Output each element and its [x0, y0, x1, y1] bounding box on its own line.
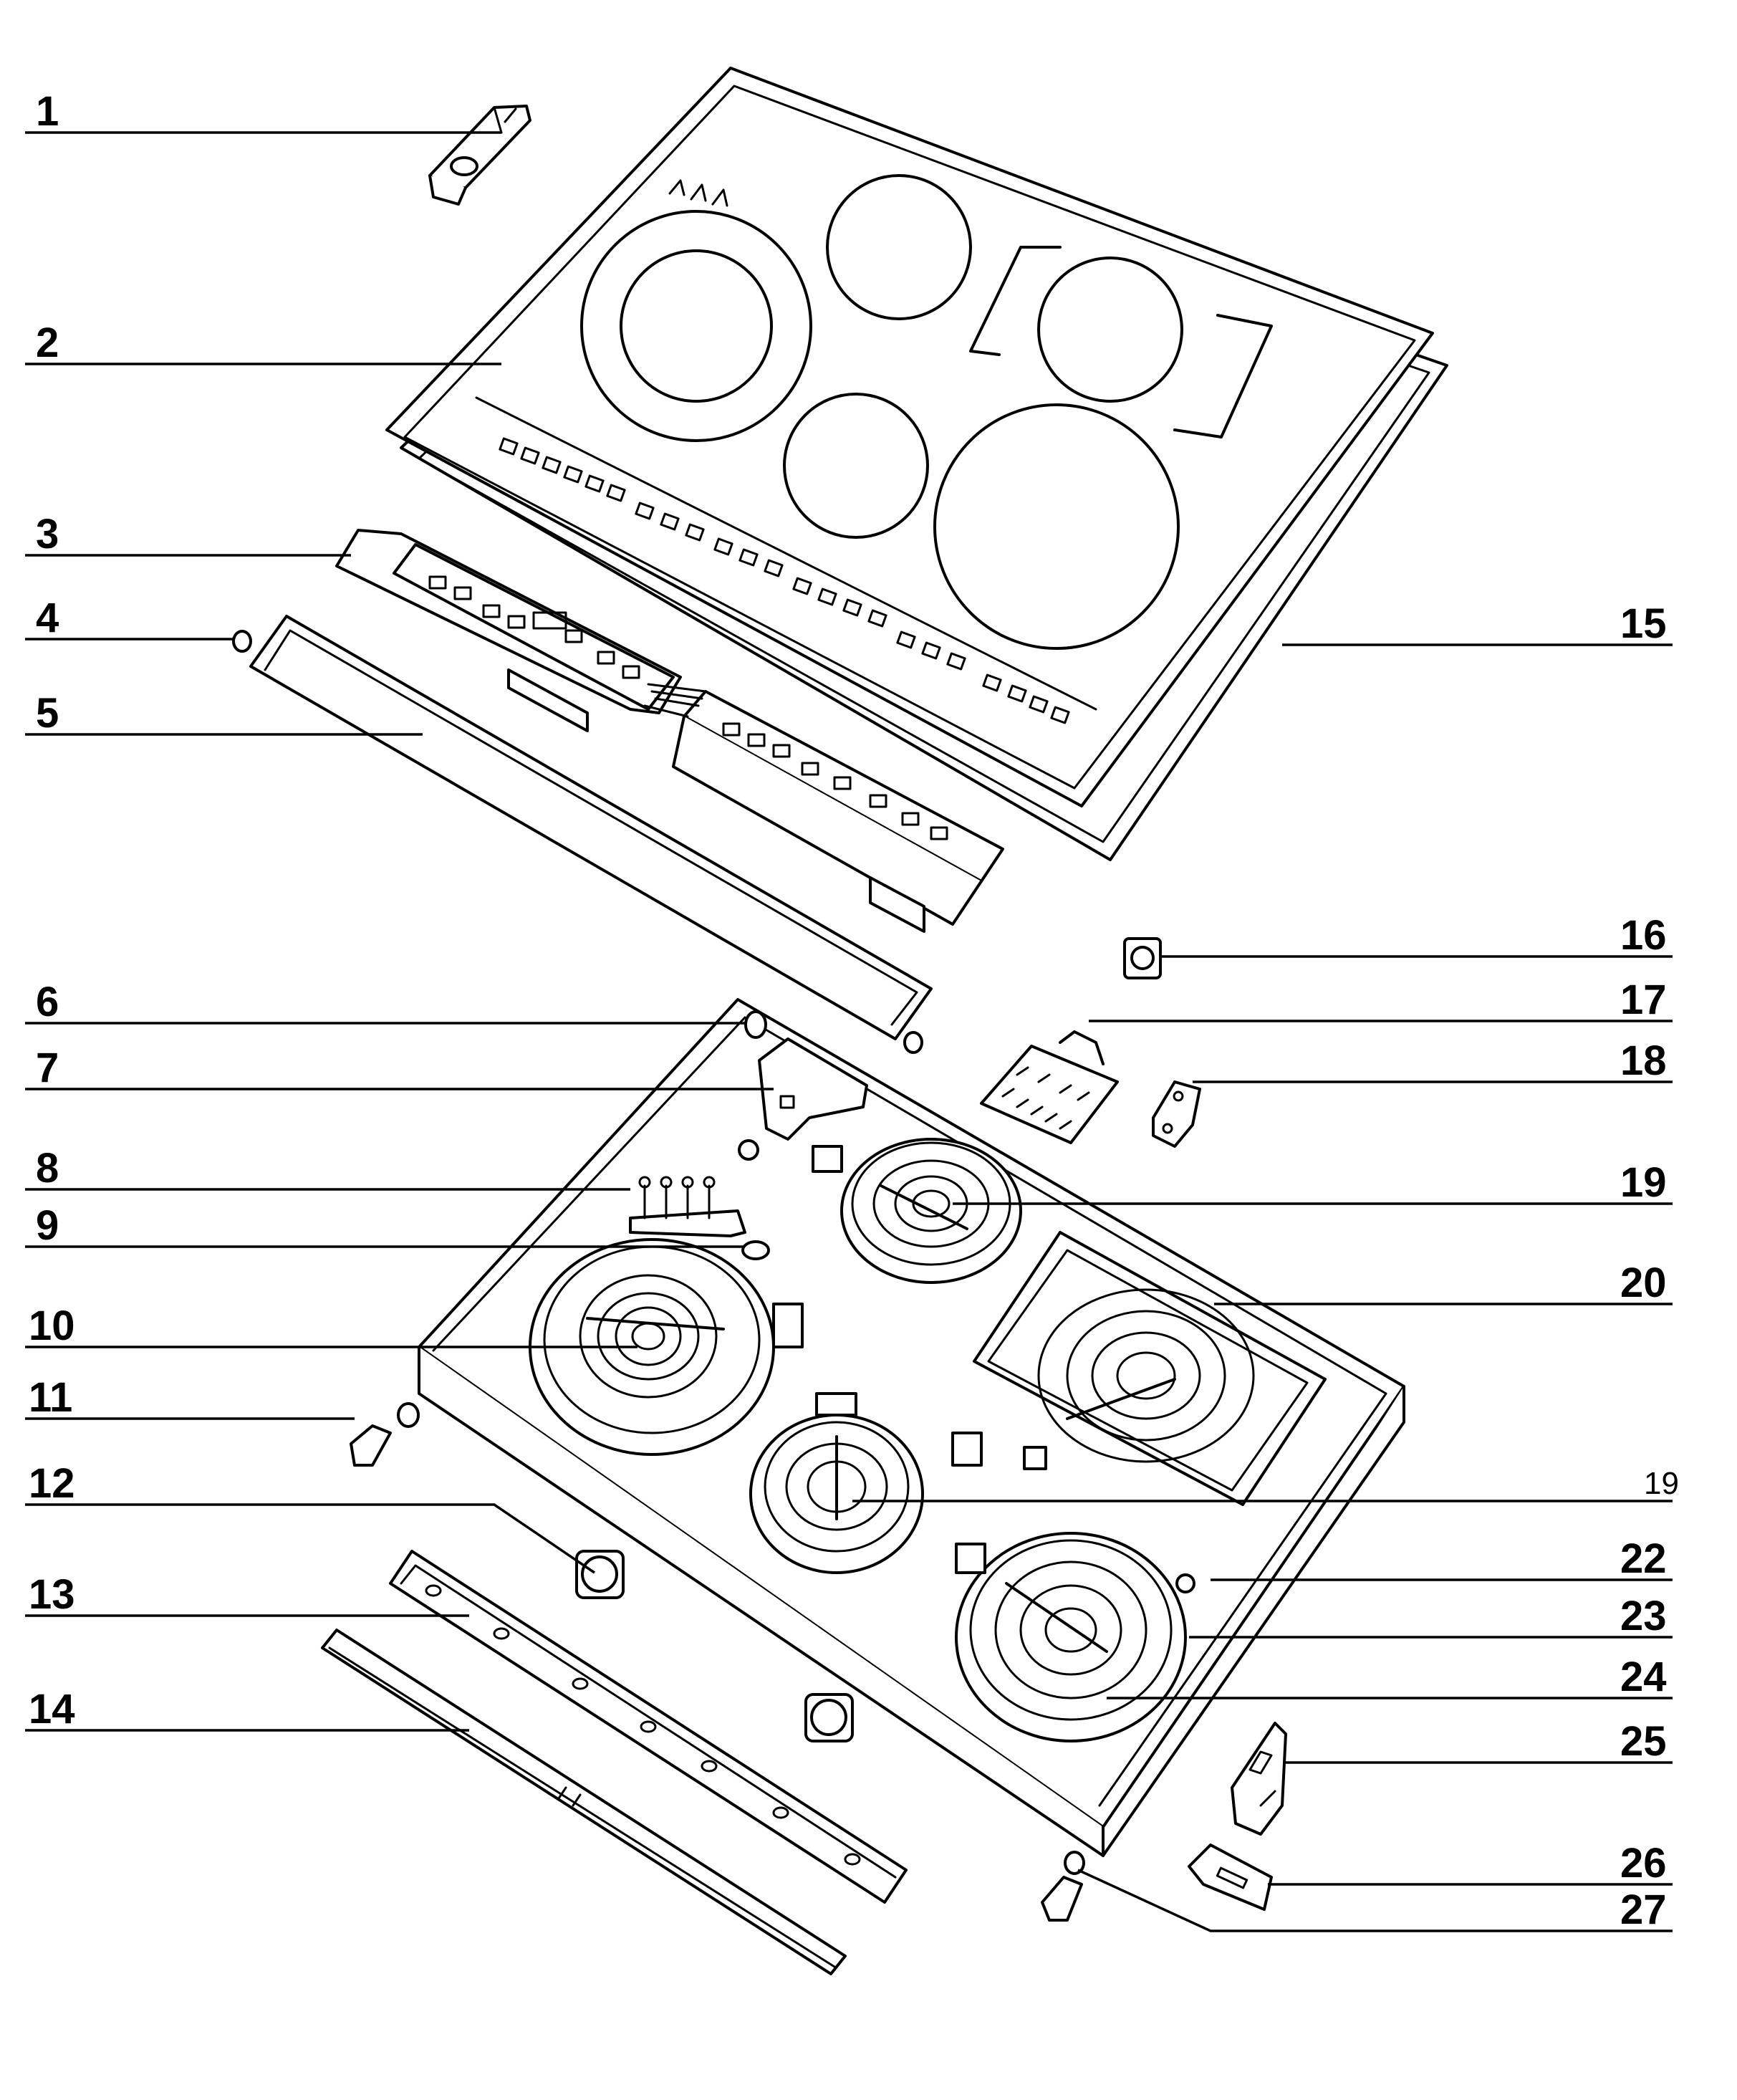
callout-25: 25: [1620, 1718, 1667, 1765]
part-17-heat-shield: [980, 1030, 1119, 1144]
part-10-heater-large: [529, 1238, 804, 1456]
part-8-connector: [629, 1176, 746, 1237]
callout-27: 27: [1620, 1886, 1667, 1933]
callout-14: 14: [29, 1686, 75, 1732]
part-9-screw: [741, 1240, 770, 1260]
part-19-heater-small-bottom: [749, 1392, 924, 1574]
callout-1: 1: [36, 88, 59, 135]
callout-19-bottom: 19: [1644, 1466, 1679, 1501]
part-14-strip: [321, 1629, 847, 1975]
callout-7: 7: [36, 1045, 59, 1091]
part-27-foot: [1041, 1851, 1085, 1922]
part-24-heater-large-front: [955, 1532, 1195, 1742]
callout-17: 17: [1620, 977, 1667, 1023]
callout-20: 20: [1620, 1260, 1667, 1306]
callout-16: 16: [1620, 912, 1667, 959]
part-2-glass-top: [385, 67, 1434, 807]
part-25-bracket: [1231, 1722, 1287, 1836]
part-4-grommet: [232, 630, 252, 653]
callout-11: 11: [29, 1374, 72, 1421]
part-16-switch: [1123, 937, 1162, 979]
callout-23: 23: [1620, 1593, 1667, 1639]
callout-12: 12: [29, 1460, 75, 1507]
part-6-7-terminal: [738, 1010, 868, 1161]
callout-15: 15: [1620, 600, 1667, 647]
callout-10: 10: [29, 1303, 75, 1349]
part-11-foot: [350, 1402, 420, 1467]
leader-lines: [25, 131, 1673, 1932]
part-19-heater-small-top: [812, 1138, 1022, 1284]
callout-4: 4: [36, 595, 59, 641]
part-1-clip: [428, 105, 531, 206]
callout-9: 9: [36, 1202, 59, 1249]
part-3-control-board: [335, 529, 1004, 933]
part-20-heater-rect: [951, 1231, 1327, 1506]
part-12-fan: [575, 1550, 854, 1742]
callout-3: 3: [36, 511, 59, 557]
callout-24: 24: [1620, 1654, 1667, 1700]
callout-22: 22: [1620, 1535, 1667, 1582]
callout-8: 8: [36, 1145, 59, 1192]
callout-5: 5: [36, 690, 59, 737]
callout-labels: 1 2 3 4 5 6 7 8 9 10 11 12 13 14 15 16 1…: [29, 88, 1679, 1933]
callout-13: 13: [29, 1571, 75, 1618]
part-26-clip: [1188, 1844, 1273, 1911]
callout-19-top: 19: [1620, 1159, 1667, 1206]
part-5-front-rail: [249, 615, 933, 1054]
part-18-bracket: [1152, 1080, 1201, 1148]
callout-18: 18: [1620, 1037, 1667, 1084]
part-13-rear-rail: [389, 1550, 908, 1904]
callout-26: 26: [1620, 1840, 1667, 1886]
callout-6: 6: [36, 979, 59, 1025]
callout-2: 2: [36, 320, 59, 366]
